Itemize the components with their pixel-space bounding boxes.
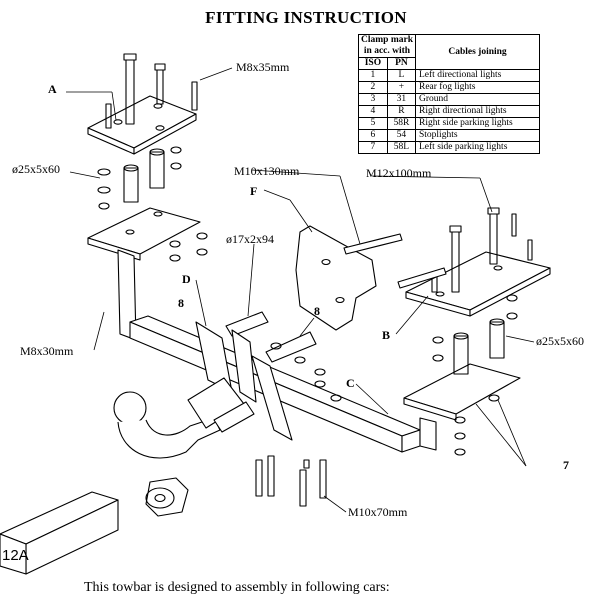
box-12a <box>0 491 119 575</box>
pn-cell: 54 <box>386 129 417 142</box>
pn-cell: R <box>386 105 417 118</box>
pn-cell: 31 <box>386 93 417 106</box>
desc-cell: Stoplights <box>415 129 540 142</box>
ref-7: 7 <box>563 458 569 472</box>
footer-text: This towbar is designed to assembly in f… <box>84 580 390 595</box>
ref-c: C <box>346 376 355 390</box>
label-spacer-right: ø25x5x60 <box>536 334 584 348</box>
desc-cell: Right side parking lights <box>415 117 540 130</box>
iso-cell: 3 <box>358 93 388 106</box>
bracket-a <box>87 95 197 155</box>
bracket-left <box>87 207 208 341</box>
plate-f <box>295 225 377 331</box>
pn-cell: 58L <box>386 141 417 154</box>
spacers-right <box>432 294 518 456</box>
tow-ball <box>113 377 255 459</box>
leader-lines <box>66 67 535 513</box>
page-title: FITTING INSTRUCTION <box>205 8 407 27</box>
iso-cell: 5 <box>358 117 388 130</box>
label-m10x130: M10x130mm <box>234 164 300 178</box>
label-m8x30: M8x30mm <box>20 344 74 358</box>
bolts-m12x100 <box>431 207 533 293</box>
header-clamp-text: Clamp mark <box>361 35 413 45</box>
side-plates-d <box>195 321 293 441</box>
label-spacer-left: ø25x5x60 <box>12 162 60 176</box>
bracket-b <box>405 251 551 317</box>
bolts-m8x35 <box>105 53 198 129</box>
table-row: 2+Rear fog lights <box>358 81 540 94</box>
pn-cell: 58R <box>386 117 417 130</box>
iso-cell: 1 <box>358 69 388 82</box>
ref-b: B <box>382 328 391 342</box>
label-m10x70: M10x70mm <box>348 505 408 519</box>
desc-cell: Rear fog lights <box>415 81 540 94</box>
socket-plate <box>145 477 189 517</box>
iso-cell: 6 <box>358 129 388 142</box>
iso-cell: 4 <box>358 105 388 118</box>
pn-cell: + <box>386 81 417 94</box>
bolt-m10x130 <box>343 233 447 289</box>
ref-8-left: 8 <box>178 296 184 310</box>
bracket-right-lower <box>403 363 521 451</box>
desc-cell: Left directional lights <box>415 69 540 82</box>
ref-d: D <box>182 272 191 286</box>
label-spacer-mid: ø17x2x94 <box>226 232 274 246</box>
header-iso: ISO <box>358 57 388 70</box>
iso-cell: 2 <box>358 81 388 94</box>
header-cables-joining: Cables joining <box>415 34 540 70</box>
nuts-center <box>270 342 342 402</box>
spacer-tubes-17 <box>225 311 317 363</box>
ref-a: A <box>48 82 57 96</box>
spacers-left <box>97 146 182 210</box>
bolts-m10x70 <box>255 455 327 507</box>
ref-f: F <box>250 184 258 198</box>
desc-cell: Left side parking lights <box>415 141 540 154</box>
label-m8x35: M8x35mm <box>236 60 290 74</box>
box-label-12a: 12A <box>2 547 29 564</box>
ref-8-mid: 8 <box>314 304 320 318</box>
desc-cell: Ground <box>415 93 540 106</box>
pn-cell: L <box>386 69 417 82</box>
iso-cell: 7 <box>358 141 388 154</box>
header-clamp-text2: in acc. with <box>363 46 411 56</box>
desc-cell: Right directional lights <box>415 105 540 118</box>
header-pn: PN <box>386 57 417 70</box>
label-m12x100: M12x100mm <box>366 166 432 180</box>
